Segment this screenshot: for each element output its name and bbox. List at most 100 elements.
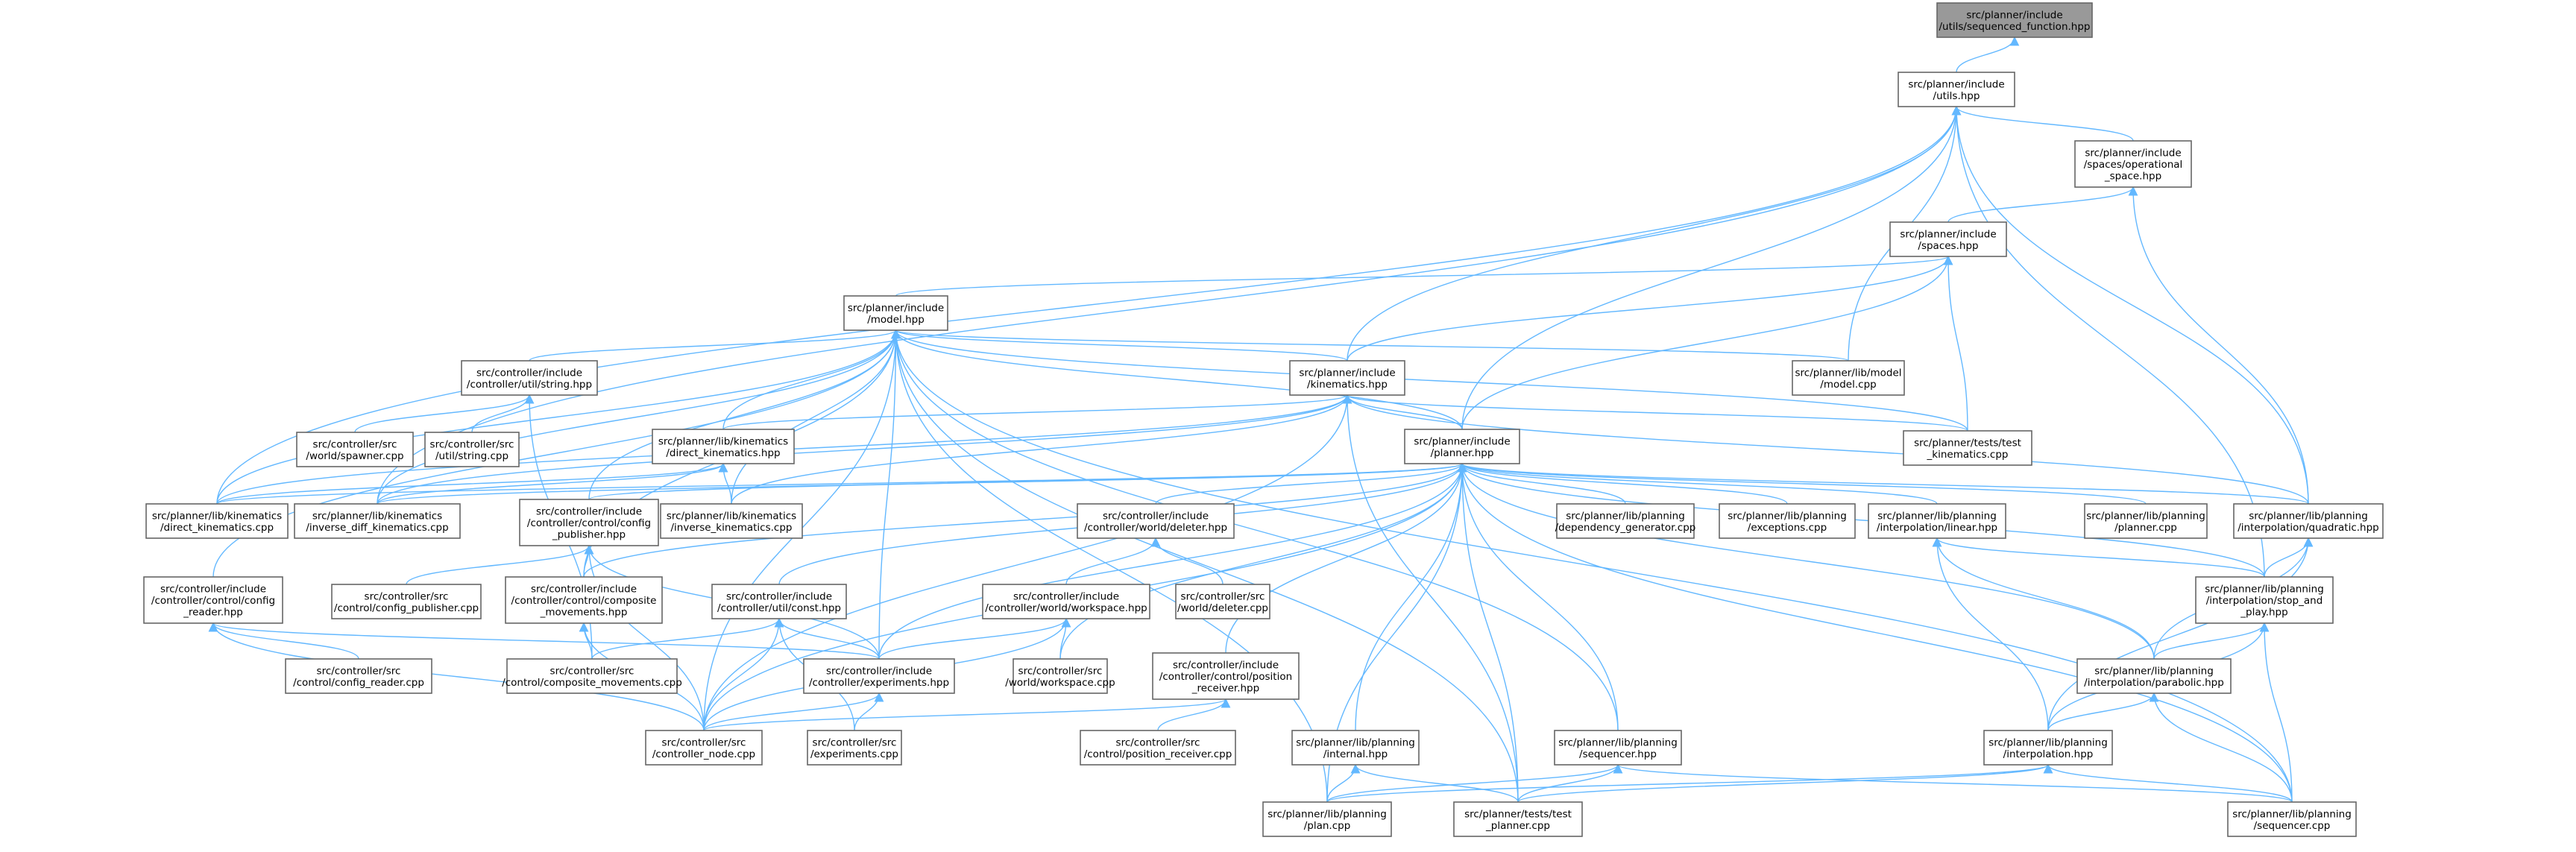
include-edge: [703, 617, 784, 731]
graph-node-config-reader[interactable]: src/controller/include/controller/contro…: [143, 576, 283, 624]
node-label-line: /controller/experiments.hpp: [809, 677, 949, 689]
node-label-line: /interpolation/stop_and: [2206, 595, 2323, 607]
graph-node-string-hpp[interactable]: src/controller/include/controller/util/s…: [461, 360, 598, 396]
include-edge: [895, 255, 1953, 297]
node-box: [294, 503, 461, 539]
graph-node-workspace-cpp[interactable]: src/controller/src/world/workspace.cpp: [1005, 658, 1115, 694]
node-label-line: _movements.hpp: [540, 607, 628, 619]
graph-node-interp-hpp[interactable]: src/planner/lib/planning/interpolation.h…: [1983, 730, 2113, 766]
graph-node-model-cpp[interactable]: src/planner/lib/model/model.cpp: [1792, 360, 1905, 396]
graph-node-plan-cpp[interactable]: src/planner/lib/planning/plan.cpp: [1262, 801, 1392, 837]
node-box: [1556, 503, 1695, 539]
node-label-line: src/controller/include: [1103, 510, 1209, 522]
graph-node-composite-hpp[interactable]: src/controller/include/controller/contro…: [505, 576, 663, 624]
graph-node-parabolic[interactable]: src/planner/lib/planning/interpolation/p…: [2076, 658, 2232, 694]
node-box: [424, 432, 520, 467]
node-label-line: src/planner/include: [1900, 228, 1996, 240]
graph-node-inv-diff[interactable]: src/planner/lib/kinematics/inverse_diff_…: [294, 503, 461, 539]
node-label-line: /sequencer.hpp: [1579, 748, 1657, 760]
node-label-line: src/planner/lib/planning: [1728, 510, 1847, 522]
node-label-line: /control/composite_movements.cpp: [502, 677, 682, 689]
graph-node-kinematics[interactable]: src/planner/include/kinematics.hpp: [1289, 360, 1405, 396]
include-edge: [529, 329, 901, 362]
node-box: [145, 503, 289, 539]
graph-node-inv-kin[interactable]: src/planner/lib/kinematics/inverse_kinem…: [660, 503, 803, 539]
include-edge: [1517, 763, 1623, 803]
include-edge: [377, 394, 1352, 505]
graph-node-config-pub[interactable]: src/controller/include/controller/contro…: [519, 499, 659, 546]
node-label-line: src/controller/include: [531, 584, 637, 596]
include-edge: [1932, 537, 2265, 578]
graph-node-direct-kin-hpp[interactable]: src/planner/lib/kinematics/direct_kinema…: [652, 429, 795, 464]
graph-node-internal[interactable]: src/planner/lib/planning/internal.hpp: [1291, 730, 1420, 766]
node-label-line: src/planner/lib/planning: [2232, 808, 2352, 820]
graph-node-experiments-hpp[interactable]: src/controller/include/controller/experi…: [803, 658, 955, 694]
include-edge: [1457, 462, 1619, 731]
include-edge: [722, 329, 901, 430]
graph-node-test-kin[interactable]: src/planner/tests/test_kinematics.cpp: [1903, 430, 2032, 466]
graph-node-dep-gen[interactable]: src/planner/lib/planning/dependency_gene…: [1555, 503, 1696, 539]
node-box: [2233, 503, 2384, 539]
graph-node-planner-hpp[interactable]: src/planner/include/planner.hpp: [1404, 429, 1520, 464]
node-box: [285, 658, 432, 694]
graph-node-experiments-cpp[interactable]: src/controller/src/experiments.cpp: [807, 730, 902, 766]
graph-node-model[interactable]: src/planner/include/model.hpp: [843, 295, 948, 331]
include-edge: [1342, 394, 1519, 803]
graph-node-const-hpp[interactable]: src/controller/include/controller/util/c…: [711, 584, 847, 619]
node-label-line: src/planner/lib/planning: [2094, 665, 2214, 677]
graph-node-stop-play[interactable]: src/planner/lib/planning/interpolation/s…: [2195, 576, 2334, 624]
node-label-line: /spaces.hpp: [1918, 240, 1978, 252]
node-label-line: /experiments.cpp: [810, 748, 898, 760]
graph-node-workspace-hpp[interactable]: src/controller/include/controller/world/…: [982, 584, 1150, 619]
include-edge: [1458, 462, 2309, 505]
graph-node-pos-recv-cpp[interactable]: src/controller/src/control/position_rece…: [1080, 730, 1236, 766]
graph-node-spaces[interactable]: src/planner/include/spaces.hpp: [1889, 221, 2007, 257]
graph-node-interp-lin[interactable]: src/planner/lib/planning/interpolation/l…: [1868, 503, 2006, 539]
include-edge: [583, 462, 1467, 578]
node-label-line: /internal.hpp: [1323, 748, 1388, 760]
include-edge: [2047, 692, 2159, 731]
node-label-line: /world/spawner.cpp: [306, 450, 403, 462]
node-label-line: src/controller/src: [365, 590, 449, 602]
graph-node-sequencer-cpp[interactable]: src/planner/lib/planning/sequencer.cpp: [2227, 801, 2357, 837]
node-label-line: _kinematics.cpp: [1927, 449, 2009, 461]
graph-node-composite-cpp[interactable]: src/controller/src/control/composite_mov…: [502, 658, 682, 694]
node-label-line: src/planner/lib/kinematics: [658, 435, 788, 447]
graph-node-pos-recv[interactable]: src/controller/include/controller/contro…: [1152, 652, 1300, 700]
include-edge: [1457, 462, 2293, 803]
node-box: [1792, 360, 1905, 396]
graph-node-interp-quad[interactable]: src/planner/lib/planning/interpolation/q…: [2233, 503, 2384, 539]
graph-node-utils[interactable]: src/planner/include/utils.hpp: [1898, 72, 2015, 107]
node-label-line: _receiver.hpp: [1191, 683, 1259, 695]
graph-node-config-reader-cpp[interactable]: src/controller/src/control/config_reader…: [285, 658, 432, 694]
graph-node-deleter-hpp[interactable]: src/controller/include/controller/world/…: [1077, 503, 1235, 539]
node-box: [1868, 503, 2006, 539]
graph-node-sequencer-hpp[interactable]: src/planner/lib/planning/sequencer.hpp: [1554, 730, 1682, 766]
node-box: [1404, 429, 1520, 464]
graph-node-direct-kin-cpp[interactable]: src/planner/lib/kinematics/direct_kinema…: [145, 503, 289, 539]
graph-node-controller-node[interactable]: src/controller/src/controller_node.cpp: [645, 730, 763, 766]
graph-node-spawner[interactable]: src/controller/src/world/spawner.cpp: [296, 432, 414, 467]
node-label-line: src/controller/src: [1018, 665, 1103, 677]
graph-node-deleter-cpp[interactable]: src/controller/src/world/deleter.cpp: [1175, 584, 1270, 619]
include-edge: [1951, 105, 2309, 505]
graph-node-config-pub-cpp[interactable]: src/controller/src/control/config_publis…: [331, 584, 482, 619]
include-edge: [1951, 105, 2134, 142]
node-label-line: /control/position_receiver.cpp: [1084, 748, 1232, 760]
graph-node-exceptions[interactable]: src/planner/lib/planning/exceptions.cpp: [1719, 503, 1856, 539]
graph-node-seq-fn[interactable]: src/planner/include/utils/sequenced_func…: [1936, 2, 2093, 38]
include-edge: [1347, 255, 1953, 362]
node-label-line: /planner.hpp: [1431, 447, 1494, 459]
include-edge: [1059, 462, 1467, 660]
node-label-line: /interpolation/quadratic.hpp: [2238, 522, 2379, 534]
graph-node-string-cpp[interactable]: src/controller/src/util/string.cpp: [424, 432, 520, 467]
graph-node-test-planner[interactable]: src/planner/tests/test_planner.cpp: [1453, 801, 1583, 837]
include-edge: [1326, 763, 2053, 803]
node-label-line: src/controller/src: [550, 665, 634, 677]
node-label-line: /model.hpp: [867, 314, 925, 326]
include-edge: [2149, 692, 2293, 803]
graph-node-planner-cpp[interactable]: src/planner/lib/planning/planner.cpp: [2084, 503, 2208, 539]
node-label-line: src/controller/src: [813, 736, 897, 748]
node-label-line: /controller/util/string.hpp: [467, 379, 592, 391]
graph-node-spaces-op[interactable]: src/planner/include/spaces/operational_s…: [2074, 140, 2192, 188]
